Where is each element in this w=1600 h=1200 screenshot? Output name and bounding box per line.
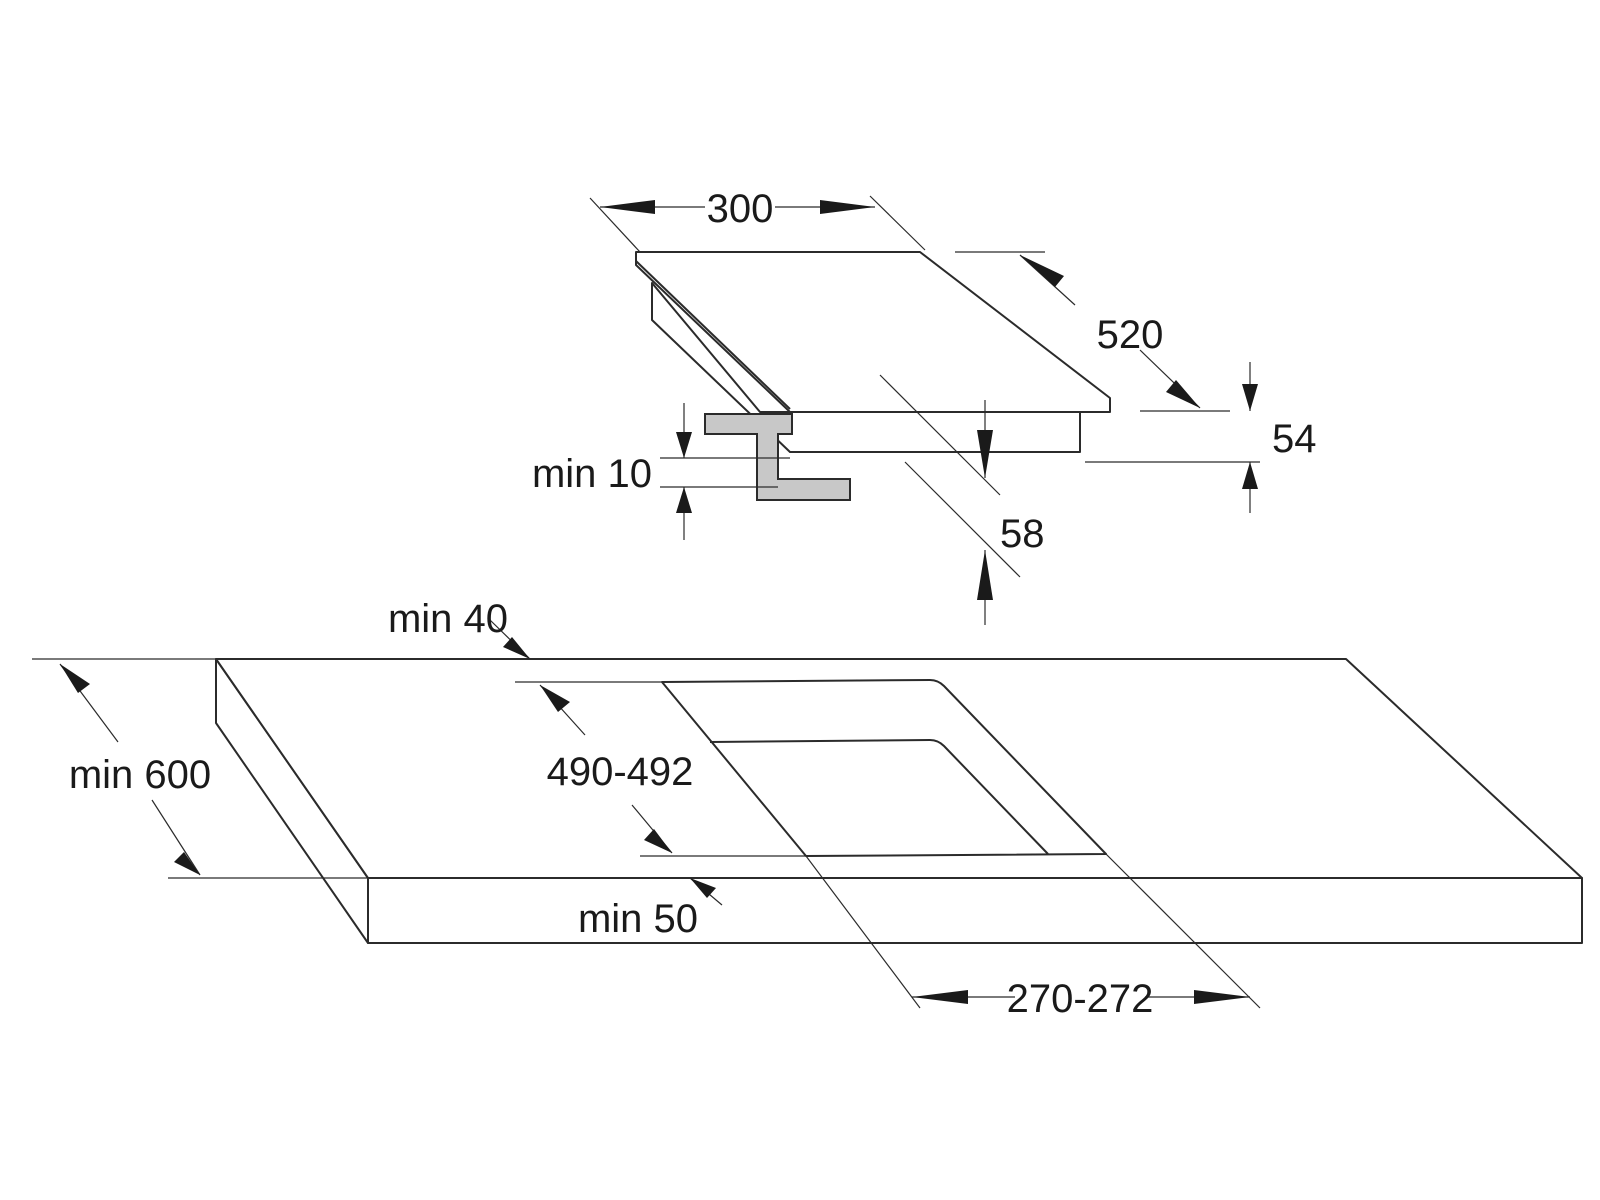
arrowhead — [644, 829, 672, 853]
extension-line — [904, 461, 1021, 578]
mounting-bracket — [704, 413, 851, 501]
extension-line — [805, 855, 921, 1009]
extension-line — [869, 195, 926, 251]
arrowhead — [820, 200, 875, 214]
dimension-label-min-10: min 10 — [532, 452, 652, 496]
dimension-label-min-40: min 40 — [388, 597, 508, 641]
dimension-270-272: 270-272 — [805, 853, 1261, 1021]
arrowhead — [1020, 255, 1064, 287]
worktop-front-face — [367, 877, 1583, 944]
dimension-label-58: 58 — [1000, 512, 1045, 556]
arrowhead — [503, 637, 530, 659]
hob-glass-edge — [635, 260, 791, 410]
cutout-inner-edge — [709, 738, 1049, 855]
arrowhead — [977, 430, 993, 478]
dimension-490-492: 490-492 — [515, 681, 806, 857]
dimension-min-50: min 50 — [578, 877, 723, 941]
hob-body — [651, 282, 1081, 453]
dimension-54: 54 — [1085, 362, 1317, 513]
arrowhead — [676, 487, 692, 513]
arrowhead — [1242, 462, 1258, 489]
arrowhead — [174, 852, 200, 875]
dimension-min-40: min 40 — [388, 597, 531, 660]
arrowhead — [60, 664, 90, 693]
dimension-label-490-492: 490-492 — [547, 750, 694, 794]
dimension-label-300: 300 — [707, 187, 774, 231]
dimension-line — [151, 799, 201, 876]
arrowhead — [600, 200, 655, 214]
dimension-label-54: 54 — [1272, 417, 1317, 461]
arrowhead — [690, 878, 716, 898]
extension-line — [1105, 853, 1261, 1009]
arrowhead — [1166, 380, 1200, 408]
dimension-520: 520 — [955, 251, 1230, 412]
arrowhead — [1242, 384, 1258, 411]
arrowhead — [912, 990, 968, 1004]
dimension-label-min-600: min 600 — [69, 753, 211, 797]
worktop-cutout — [661, 679, 1107, 857]
arrowhead — [540, 685, 570, 712]
arrowhead — [977, 550, 993, 600]
dimension-label-min-50: min 50 — [578, 897, 698, 941]
hob — [635, 251, 1111, 453]
dimension-label-270-272: 270-272 — [1007, 977, 1154, 1021]
hob-glass-top — [635, 251, 1111, 413]
dimension-300: 300 — [589, 187, 926, 253]
worktop — [215, 658, 1583, 944]
extension-line — [879, 374, 1001, 496]
arrowhead — [676, 432, 692, 458]
dimension-label-520: 520 — [1097, 313, 1164, 357]
dimension-min-10: min 10 — [532, 403, 790, 540]
arrowhead — [1194, 990, 1250, 1004]
dimension-58: 58 — [879, 374, 1045, 625]
extension-line — [589, 197, 641, 253]
dimension-min-600: min 600 — [32, 658, 368, 879]
